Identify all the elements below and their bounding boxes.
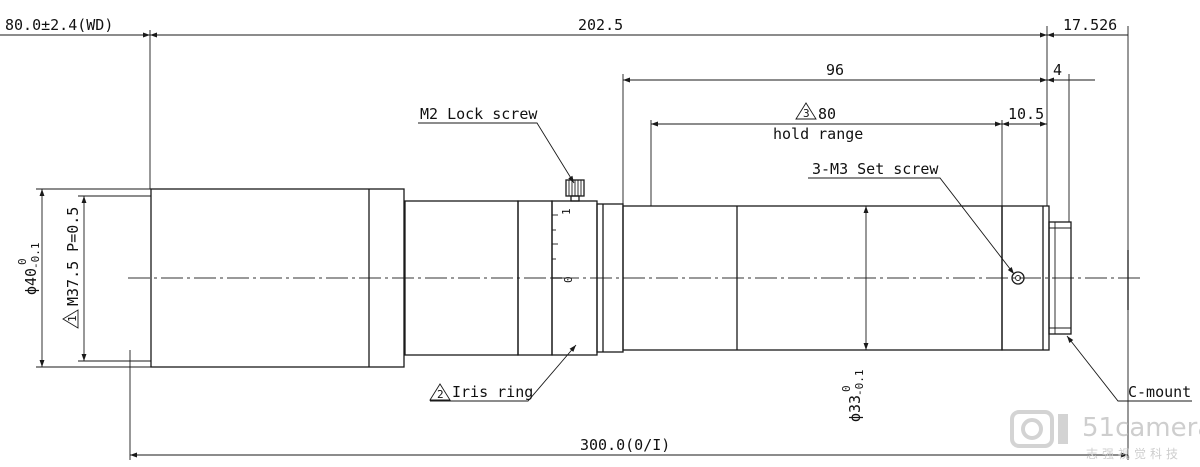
dia33-tol-low: -0.1 [853, 370, 866, 397]
note-num-3: 3 [803, 107, 810, 120]
dia33-label: ϕ33 [846, 395, 864, 422]
note-triangle-3 [795, 102, 817, 120]
camera-bar-icon [1058, 414, 1068, 444]
scale-label-zero: 0 [562, 276, 575, 283]
note-num-2: 2 [437, 388, 444, 401]
front-barrel [150, 188, 405, 368]
dia33-label-group: ϕ33 0 -0.1 [840, 370, 866, 423]
watermark-subtitle: 志强视觉科技 [1086, 446, 1182, 461]
watermark-brand: 51camera [1082, 413, 1200, 443]
dia33-tol-up: 0 [840, 385, 853, 392]
hold-range-label: hold range [773, 125, 863, 143]
c-mount-label: C-mount [1128, 383, 1191, 401]
set-screw-label: 3-M3 Set screw [812, 160, 939, 178]
dim-80-label: 80 [818, 105, 836, 123]
dim-10-5-label: 10.5 [1008, 105, 1044, 123]
extension-lines [36, 26, 1129, 460]
dimension-lines [0, 32, 1128, 458]
dim-wd-label: 80.0±2.4(WD) [5, 16, 113, 34]
dia40-tol-low: -0.1 [29, 243, 42, 270]
set-screw [1011, 271, 1025, 285]
leaders [418, 122, 1192, 402]
note-triangle-2 [429, 383, 451, 401]
dim-300-label: 300.0(0/I) [580, 436, 670, 454]
watermark: 51camera 志强视觉科技 [1010, 410, 1200, 461]
dim-4-label: 4 [1053, 61, 1062, 79]
dim-80-group: 3 80 hold range [773, 102, 863, 143]
iris-label-group: 2 Iris ring [429, 383, 533, 401]
note-triangle-1 [62, 309, 79, 329]
dia40-label: ϕ40 [22, 268, 40, 295]
dim-202-5-label: 202.5 [578, 16, 623, 34]
leader-m2-lock [418, 122, 575, 184]
rear-tube [622, 205, 1003, 351]
c-mount-thread [1048, 221, 1072, 335]
lock-screw-stem [570, 195, 580, 202]
camera-lens-icon [1021, 418, 1043, 440]
scale-label-one: 1 [560, 208, 573, 215]
dim-flange-label: 17.526 [1063, 16, 1117, 34]
thread-label-group: 1 M37.5 P=0.5 [62, 207, 82, 329]
lens-body [150, 179, 1129, 368]
leader-set-screw [808, 177, 1015, 275]
camera-logo-icon [1010, 410, 1054, 448]
set-screw-inner [1015, 275, 1021, 281]
note-num-1: 1 [66, 315, 79, 322]
m2-lock-label: M2 Lock screw [420, 105, 538, 123]
thread-label: M37.5 P=0.5 [64, 207, 82, 306]
leader-c-mount [1066, 335, 1192, 402]
iris-scale: 1 0 [552, 208, 575, 283]
iris-ring-label: Iris ring [452, 383, 533, 401]
dia40-tol-up: 0 [16, 258, 29, 265]
dim-96-label: 96 [826, 61, 844, 79]
dia40-label-group: ϕ40 0 -0.1 [16, 243, 42, 296]
leader-iris [430, 344, 577, 402]
